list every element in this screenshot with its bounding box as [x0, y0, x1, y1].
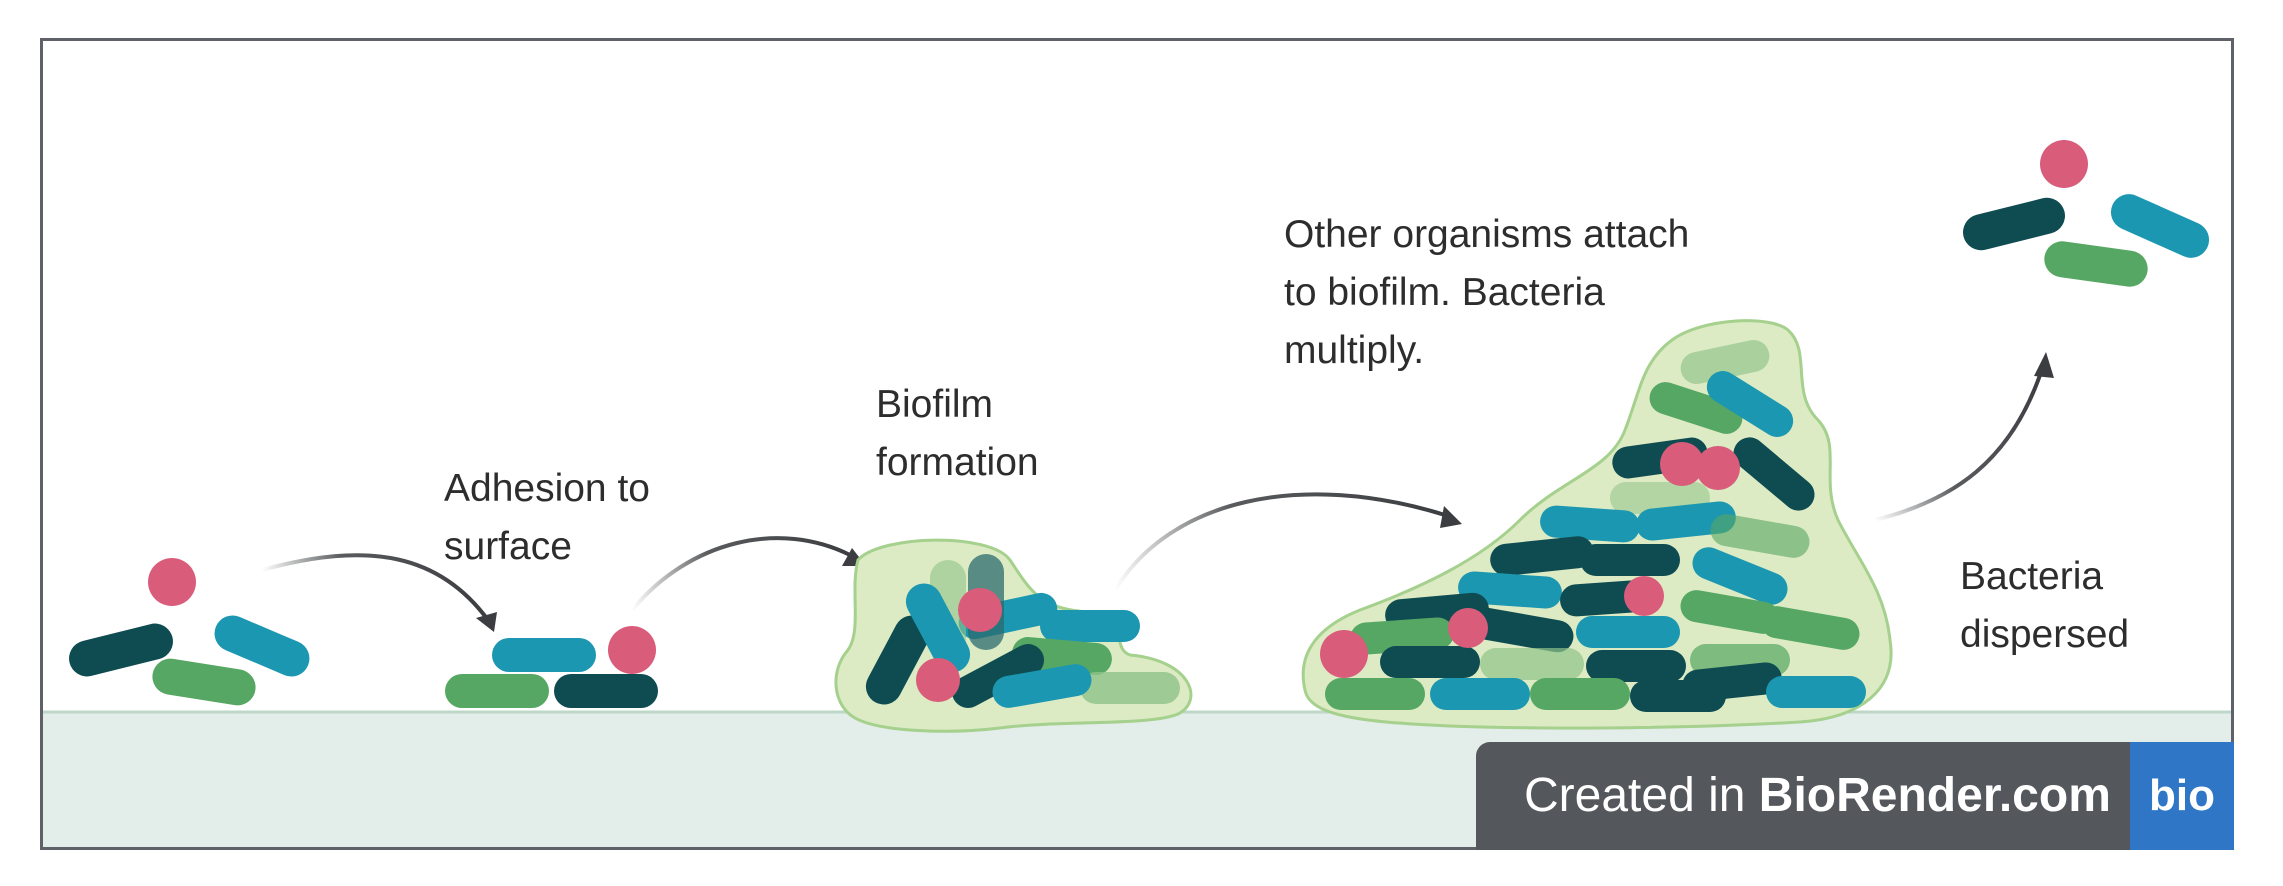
label-other-line3: multiply.: [1284, 329, 1425, 372]
arrow-multiply: [1113, 492, 1462, 592]
dispersed-bacteria: [1963, 140, 2210, 287]
label-adhesion-line1: Adhesion to: [444, 467, 650, 510]
label-biofilm-line1: Biofilm: [876, 383, 994, 426]
adhered-bacteria: [445, 626, 658, 708]
label-dispersed-line1: Bacteria: [1960, 555, 2104, 598]
label-other-line2: to biofilm. Bacteria: [1284, 271, 1605, 314]
badge-text: Created in BioRender.com: [1524, 742, 2111, 850]
badge-brand: BioRender.com: [1758, 769, 2111, 822]
arrow-adhesion: [261, 553, 497, 632]
label-other-line1: Other organisms attach: [1284, 213, 1690, 256]
biorender-logo-icon: bio: [2130, 742, 2234, 850]
biofilm-mature: [1301, 319, 1893, 730]
label-other-organisms: Other organisms attach to biofilm. Bacte…: [1284, 206, 1689, 380]
biofilm-small: [834, 538, 1193, 733]
arrow-dispersal: [1874, 352, 2054, 522]
label-biofilm-formation: Biofilm formation: [876, 376, 1039, 492]
label-dispersed: Bacteria dispersed: [1960, 548, 2129, 664]
free-bacteria: [69, 558, 310, 706]
badge-prefix: Created in: [1524, 769, 1759, 822]
label-adhesion-line2: surface: [444, 525, 572, 568]
arrow-formation: [630, 536, 866, 612]
biorender-badge: Created in BioRender.com bio: [1476, 742, 2234, 850]
label-dispersed-line2: dispersed: [1960, 613, 2130, 656]
label-biofilm-line2: formation: [876, 441, 1039, 484]
label-adhesion: Adhesion to surface: [444, 460, 650, 576]
